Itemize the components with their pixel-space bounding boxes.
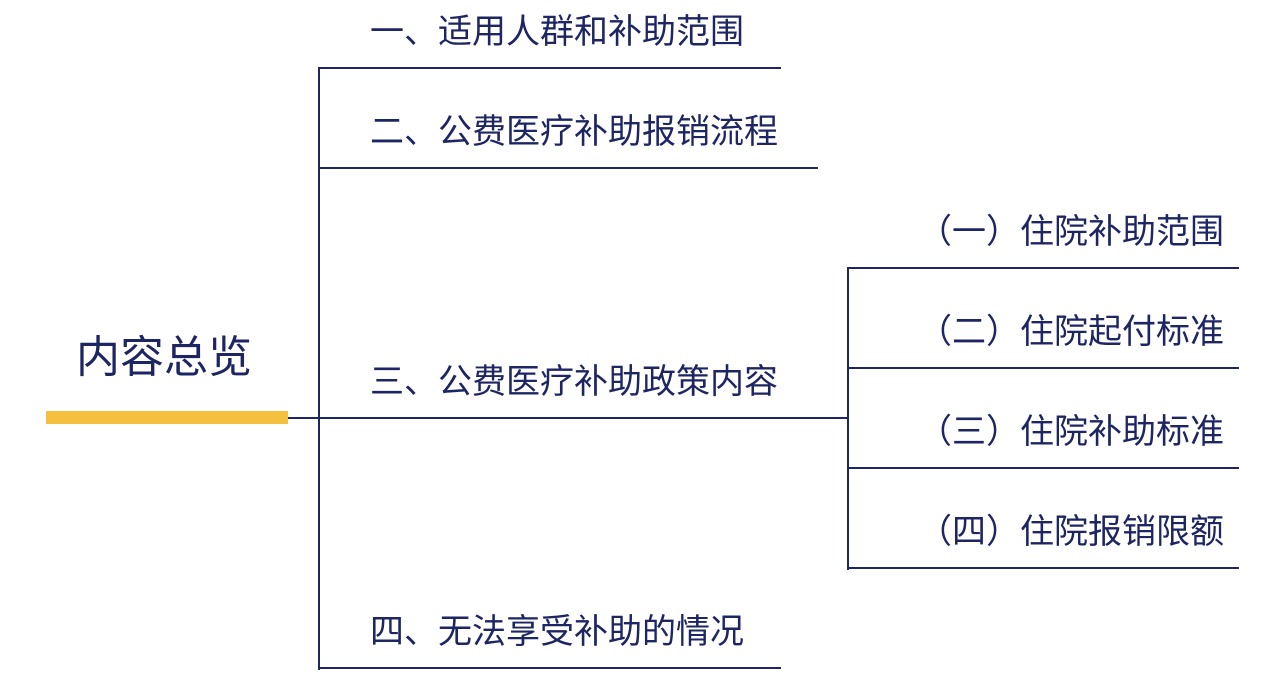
root-connector-line (288, 417, 320, 419)
branch-label-2: 二、公费医疗补助报销流程 (370, 112, 778, 152)
branch-label-3: 三、公费医疗补助政策内容 (370, 362, 778, 402)
sub-trunk-line (847, 267, 849, 570)
sub-branch-underline-2 (847, 367, 1239, 369)
branch-underline-4 (318, 667, 781, 669)
root-accent-bar (46, 411, 288, 424)
sub-branch-underline-4 (847, 567, 1239, 569)
branch-underline-1 (318, 67, 781, 69)
sub-branch-label-2: （二）住院起付标准 (918, 312, 1224, 352)
branch-label-1: 一、适用人群和补助范围 (370, 12, 744, 52)
root-title: 内容总览 (76, 332, 252, 383)
branch-underline-3 (318, 417, 849, 419)
sub-branch-label-4: （四）住院报销限额 (918, 512, 1224, 552)
sub-branch-label-3: （三）住院补助标准 (918, 412, 1224, 452)
branch-label-4: 四、无法享受补助的情况 (370, 612, 744, 652)
sub-branch-underline-3 (847, 467, 1239, 469)
main-trunk-line (318, 67, 320, 670)
sub-branch-label-1: （一）住院补助范围 (918, 212, 1224, 252)
sub-branch-underline-1 (847, 267, 1239, 269)
branch-underline-2 (318, 167, 818, 169)
